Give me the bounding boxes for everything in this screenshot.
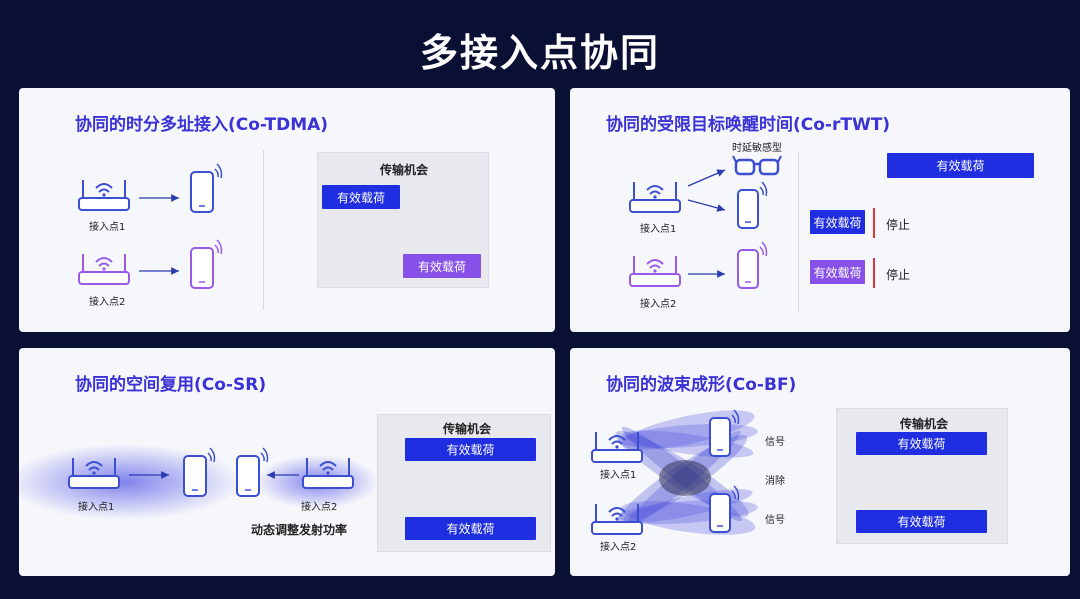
phone-icon <box>709 409 740 457</box>
router-icon <box>68 458 120 489</box>
panel-title: 协同的空间复用(Co-SR) <box>75 375 267 395</box>
router-icon <box>629 256 681 287</box>
ap1-label: 接入点1 <box>600 470 637 481</box>
stop-marker <box>873 258 875 288</box>
ap2-label: 接入点2 <box>600 542 637 553</box>
stop-label: 停止 <box>886 218 911 232</box>
phone-icon <box>709 485 740 533</box>
page-title: 多接入点协同 <box>419 31 660 75</box>
ap2-label: 接入点2 <box>301 502 338 513</box>
payload-ap2: 有效载荷 <box>403 254 481 278</box>
rtwt-diagram <box>629 155 782 289</box>
phone-icon <box>183 447 216 497</box>
stop-label: 停止 <box>886 268 911 282</box>
power-caption: 动态调整发射功率 <box>251 523 348 537</box>
divider <box>798 152 799 312</box>
payload-ap2: 有效载荷 <box>856 510 987 533</box>
ap2-label: 接入点2 <box>89 297 126 308</box>
panel-title: 协同的波束成形(Co-BF) <box>606 375 797 395</box>
payload-ap2: 有效载荷 <box>405 517 536 540</box>
tdma-diagram <box>78 163 223 289</box>
ap2-label: 接入点2 <box>640 299 677 310</box>
stop-marker <box>873 208 875 238</box>
signal-label: 信号 <box>765 437 785 448</box>
payload-ap2: 有效载荷 <box>810 260 865 284</box>
txop-title: 传输机会 <box>900 417 949 431</box>
panel-co-bf: 协同的波束成形(Co-BF) <box>570 348 1070 576</box>
panel-title: 协同的受限目标唤醒时间(Co-rTWT) <box>606 115 891 135</box>
router-icon <box>629 182 681 213</box>
ap1-label: 接入点1 <box>89 222 126 233</box>
payload-ap1: 有效载荷 <box>856 432 987 455</box>
cancel-zone <box>659 460 711 496</box>
phone-icon <box>236 447 269 497</box>
bf-diagram <box>591 409 758 535</box>
phone-icon <box>737 241 768 289</box>
txop-title: 传输机会 <box>380 163 429 177</box>
ap1-label: 接入点1 <box>640 224 677 235</box>
signal-label: 信号 <box>765 515 785 526</box>
sensor-label: 时延敏感型 <box>732 143 782 154</box>
router-icon <box>591 432 643 463</box>
panel-co-sr: 协同的空间复用(Co-SR) <box>19 348 555 576</box>
payload-ap1: 有效载荷 <box>405 438 536 461</box>
sr-diagram <box>19 444 379 520</box>
payload-ap1: 有效载荷 <box>810 210 865 234</box>
phone-icon <box>190 239 223 289</box>
router-icon <box>591 504 643 535</box>
panel-title: 协同的时分多址接入(Co-TDMA) <box>75 115 329 135</box>
panel-co-rtwt: 协同的受限目标唤醒时间(Co-rTWT) 时延敏感型 <box>570 88 1070 332</box>
phone-icon <box>737 181 768 229</box>
phone-icon <box>190 163 223 213</box>
router-icon <box>78 180 130 211</box>
coverage-ap1 <box>19 444 242 520</box>
txop-title: 传输机会 <box>443 422 492 436</box>
payload-top: 有效载荷 <box>887 153 1034 178</box>
router-icon <box>78 254 130 285</box>
cancel-label: 消除 <box>765 476 785 487</box>
glasses-icon <box>732 155 782 176</box>
divider <box>263 150 264 310</box>
payload-ap1: 有效载荷 <box>322 185 400 209</box>
router-icon <box>302 458 354 489</box>
ap1-label: 接入点1 <box>78 502 115 513</box>
panel-co-tdma: 协同的时分多址接入(Co-TDMA) <box>19 88 555 332</box>
